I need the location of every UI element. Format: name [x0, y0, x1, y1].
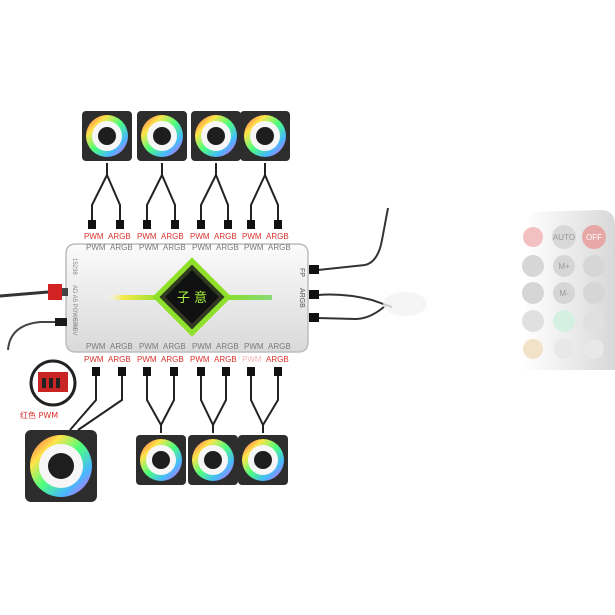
bottom-port-1-pwm: PWM	[86, 342, 106, 351]
remote-button-row4-3[interactable]	[583, 310, 605, 332]
top-port-1-pwm-sub: PWM	[86, 243, 106, 252]
top-port-2-argb-sub: ARGB	[163, 243, 186, 252]
light-bar-right	[226, 295, 272, 300]
bottom-port-1-argb: ARGB	[110, 342, 133, 351]
bottom-port-4-argb-sub: ARGB	[266, 355, 289, 364]
fan-bottom-large	[25, 430, 97, 502]
remote-button-row3-1[interactable]	[522, 282, 544, 304]
left-pwm-cable	[7, 318, 67, 351]
top-port-3-argb-sub: ARGB	[216, 243, 239, 252]
bottom-port-2-argb-sub: ARGB	[161, 355, 184, 364]
left-power-cable	[0, 284, 68, 300]
right-connectors	[309, 265, 319, 322]
remote-control: AUTO OFF M+ M-	[522, 210, 615, 370]
fan-bottom-1	[136, 435, 186, 485]
top-port-3-pwm: PWM	[190, 232, 210, 241]
remote-button-auto[interactable]: AUTO	[552, 225, 576, 249]
top-port-3-pwm-sub: PWM	[192, 243, 212, 252]
bottom-port-3-pwm: PWM	[192, 342, 212, 351]
top-port-4-argb-sub: ARGB	[268, 243, 291, 252]
remote-button-row5-2[interactable]	[554, 339, 574, 359]
remote-button-off-label: OFF	[586, 233, 602, 242]
top-port-4-argb: ARGB	[266, 232, 289, 241]
top-port-2-argb: ARGB	[161, 232, 184, 241]
remote-button-row5-1[interactable]	[523, 339, 543, 359]
hub-label-fp: FP	[298, 268, 305, 277]
remote-button-row5-3[interactable]	[584, 339, 604, 359]
fan-top-3	[191, 111, 241, 161]
remote-button-m-plus[interactable]: M+	[553, 255, 575, 277]
bottom-port-4-pwm: PWM	[244, 342, 264, 351]
remote-button-row3-3[interactable]	[583, 282, 605, 304]
top-port-2-pwm: PWM	[137, 232, 157, 241]
hub-body: 子 意 FP ARGB 15238 AD A5 POWER/5V 6 IN	[65, 243, 309, 353]
bottom-port-2-pwm-sub: PWM	[137, 355, 157, 364]
hub-label-argb-right: ARGB	[298, 288, 305, 308]
remote-button-row4-2[interactable]	[553, 310, 575, 332]
top-port-3-argb: ARGB	[214, 232, 237, 241]
hub-label-left-2: AD A5 POWER/5V	[71, 285, 77, 335]
bottom-cables	[69, 376, 279, 433]
hub-label-left-1: 15238	[71, 258, 77, 275]
remote-button-row2-3[interactable]	[583, 255, 605, 277]
remote-button-m-plus-label: M+	[558, 262, 570, 271]
top-port-1-argb: ARGB	[108, 232, 131, 241]
bottom-port-3-argb: ARGB	[216, 342, 239, 351]
remote-button-row2-1[interactable]	[522, 255, 544, 277]
bottom-port-4-argb: ARGB	[268, 342, 291, 351]
fan-top-4	[240, 111, 290, 161]
bottom-fans	[25, 430, 288, 502]
fan-top-2	[137, 111, 187, 161]
bottom-connectors	[92, 367, 282, 376]
top-cables	[91, 163, 279, 222]
ir-receiver	[383, 292, 427, 316]
bottom-port-2-argb: ARGB	[163, 342, 186, 351]
hub-label-left-3: 6 IN	[71, 318, 77, 329]
remote-button-auto-label: AUTO	[553, 233, 575, 242]
bottom-port-4-pwm-sub: PWM	[242, 355, 262, 364]
light-bar-left	[105, 295, 163, 300]
remote-button-off[interactable]: OFF	[582, 225, 606, 249]
top-port-4-pwm-sub: PWM	[244, 243, 264, 252]
hub-logo-text: 子 意	[177, 290, 207, 306]
top-port-labels: PWM ARGB PWM ARGB PWM ARGB PWM ARGB	[84, 232, 289, 241]
top-port-2-pwm-sub: PWM	[139, 243, 159, 252]
top-port-1-pwm: PWM	[84, 232, 104, 241]
top-port-1-argb-sub: ARGB	[110, 243, 133, 252]
hub-logo	[152, 257, 232, 337]
fan-bottom-2	[188, 435, 238, 485]
remote-button-m-minus[interactable]: M-	[553, 282, 575, 304]
bottom-port-labels: PWM ARGB PWM ARGB PWM ARGB PWM ARGB	[86, 342, 291, 351]
bottom-port-1-pwm-sub: PWM	[84, 355, 104, 364]
red-pwm-connector-photo	[29, 359, 77, 407]
fan-top-1	[82, 111, 132, 161]
bottom-port-3-pwm-sub: PWM	[190, 355, 210, 364]
top-fans	[82, 111, 290, 161]
bottom-port-2-pwm: PWM	[139, 342, 159, 351]
top-connectors	[88, 220, 282, 229]
red-pwm-caption: 红色 PWM	[20, 410, 58, 420]
bottom-port-3-argb-sub: ARGB	[214, 355, 237, 364]
bottom-port-1-argb-sub: ARGB	[108, 355, 131, 364]
remote-button-m-minus-label: M-	[559, 289, 569, 298]
top-port-sublabels: PWM ARGB PWM ARGB PWM ARGB PWM ARGB	[86, 243, 291, 252]
remote-button-row4-1[interactable]	[522, 310, 544, 332]
right-cables	[317, 207, 393, 321]
fan-bottom-3	[238, 435, 288, 485]
top-port-4-pwm: PWM	[242, 232, 262, 241]
remote-button-power-left[interactable]	[523, 227, 543, 247]
bottom-port-sublabels: PWM ARGB PWM ARGB PWM ARGB PWM ARGB	[84, 355, 289, 364]
